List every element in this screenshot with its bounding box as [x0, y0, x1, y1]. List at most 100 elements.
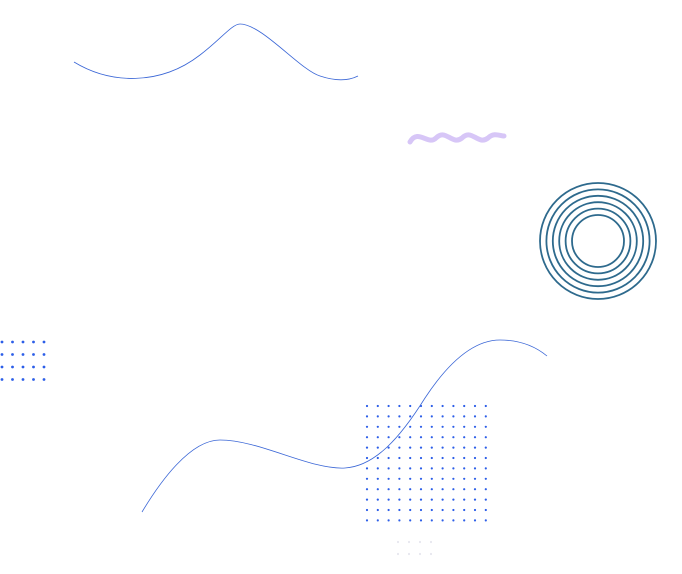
grid-dot [376, 436, 379, 439]
grid-dot [452, 498, 455, 501]
grid-dot [365, 404, 369, 408]
grid-dot [452, 519, 455, 522]
grid-dot [376, 404, 379, 408]
grid-dot [473, 446, 477, 449]
grid-dot [365, 508, 369, 512]
grid-dot [484, 477, 487, 480]
grid-dot [376, 519, 379, 522]
grid-dot [430, 436, 433, 439]
grid-dot [0, 378, 4, 381]
grid-dot [463, 436, 466, 439]
grid-dot [473, 436, 477, 439]
grid-dot [11, 378, 14, 381]
grid-dot [463, 508, 466, 512]
grid-dot [409, 404, 412, 408]
grid-dot [452, 456, 455, 460]
grid-dot [463, 415, 466, 418]
grid-dot [452, 436, 455, 439]
grid-dot [419, 436, 423, 439]
grid-dot [365, 498, 369, 501]
grid-dot [398, 477, 401, 480]
grid-dot [419, 456, 423, 460]
grid-dot [484, 519, 487, 522]
grid-dot [365, 488, 369, 491]
grid-dot [430, 446, 433, 449]
grid-dot [365, 446, 369, 449]
grid-dot [376, 415, 379, 418]
grid-dot [409, 436, 412, 439]
faint-dot [396, 540, 400, 544]
faint-dot [429, 540, 433, 544]
grid-dot [430, 508, 433, 512]
grid-dot [387, 477, 390, 480]
grid-dot [463, 425, 466, 428]
grid-dot [484, 467, 487, 470]
grid-dot [365, 519, 369, 522]
grid-dot [452, 404, 455, 408]
grid-dot [473, 415, 477, 418]
grid-dot [484, 446, 487, 449]
grid-dot [398, 404, 401, 408]
grid-dot [463, 456, 466, 460]
grid-dot [11, 353, 14, 356]
grid-dot [430, 477, 433, 480]
grid-dot [387, 467, 390, 470]
faint-dot [407, 552, 411, 556]
grid-dot [419, 415, 423, 418]
grid-dot [398, 498, 401, 501]
grid-dot [441, 415, 444, 418]
grid-dot [387, 519, 390, 522]
grid-dot [463, 488, 466, 491]
grid-dot [42, 365, 46, 369]
ring [545, 188, 651, 294]
grid-dot [398, 488, 401, 491]
grid-dot [473, 519, 477, 522]
grid-dot [419, 519, 423, 522]
ring [539, 182, 657, 300]
lavender-squiggle [407, 132, 507, 145]
grid-dot [398, 519, 401, 522]
bottom-wave-line [141, 339, 548, 513]
concentric-rings [539, 182, 657, 300]
ring [564, 207, 632, 275]
grid-dot [387, 446, 390, 449]
grid-dot [430, 519, 433, 522]
grid-dot [398, 508, 401, 512]
grid-dot [441, 498, 444, 501]
grid-dot [419, 477, 423, 480]
grid-dot [409, 508, 412, 512]
grid-dot [365, 456, 369, 460]
grid-dot [452, 488, 455, 491]
grid-dot [463, 498, 466, 501]
grid-dot [452, 467, 455, 470]
grid-dot [42, 340, 46, 344]
grid-dot [430, 415, 433, 418]
grid-dot [376, 467, 379, 470]
grid-dot [473, 488, 477, 491]
grid-dot [376, 446, 379, 449]
grid-dot [365, 467, 369, 470]
grid-dot [387, 436, 390, 439]
grid-dot [473, 404, 477, 408]
grid-dot [398, 446, 401, 449]
grid-dot [21, 365, 25, 369]
grid-dot [473, 477, 477, 480]
grid-dot [42, 378, 46, 381]
grid-dot [409, 456, 412, 460]
grid-dot [484, 436, 487, 439]
grid-dot [398, 436, 401, 439]
grid-dot [484, 425, 487, 428]
grid-dot [42, 353, 46, 356]
grid-dot [409, 519, 412, 522]
grid-dot [430, 467, 433, 470]
grid-dot [398, 456, 401, 460]
grid-dot [419, 488, 423, 491]
grid-dot [441, 477, 444, 480]
grid-dot [463, 477, 466, 480]
top-wave-line [73, 23, 359, 81]
grid-dot [484, 404, 487, 408]
grid-dot [376, 477, 379, 480]
grid-dot [409, 446, 412, 449]
grid-dot [21, 353, 25, 356]
